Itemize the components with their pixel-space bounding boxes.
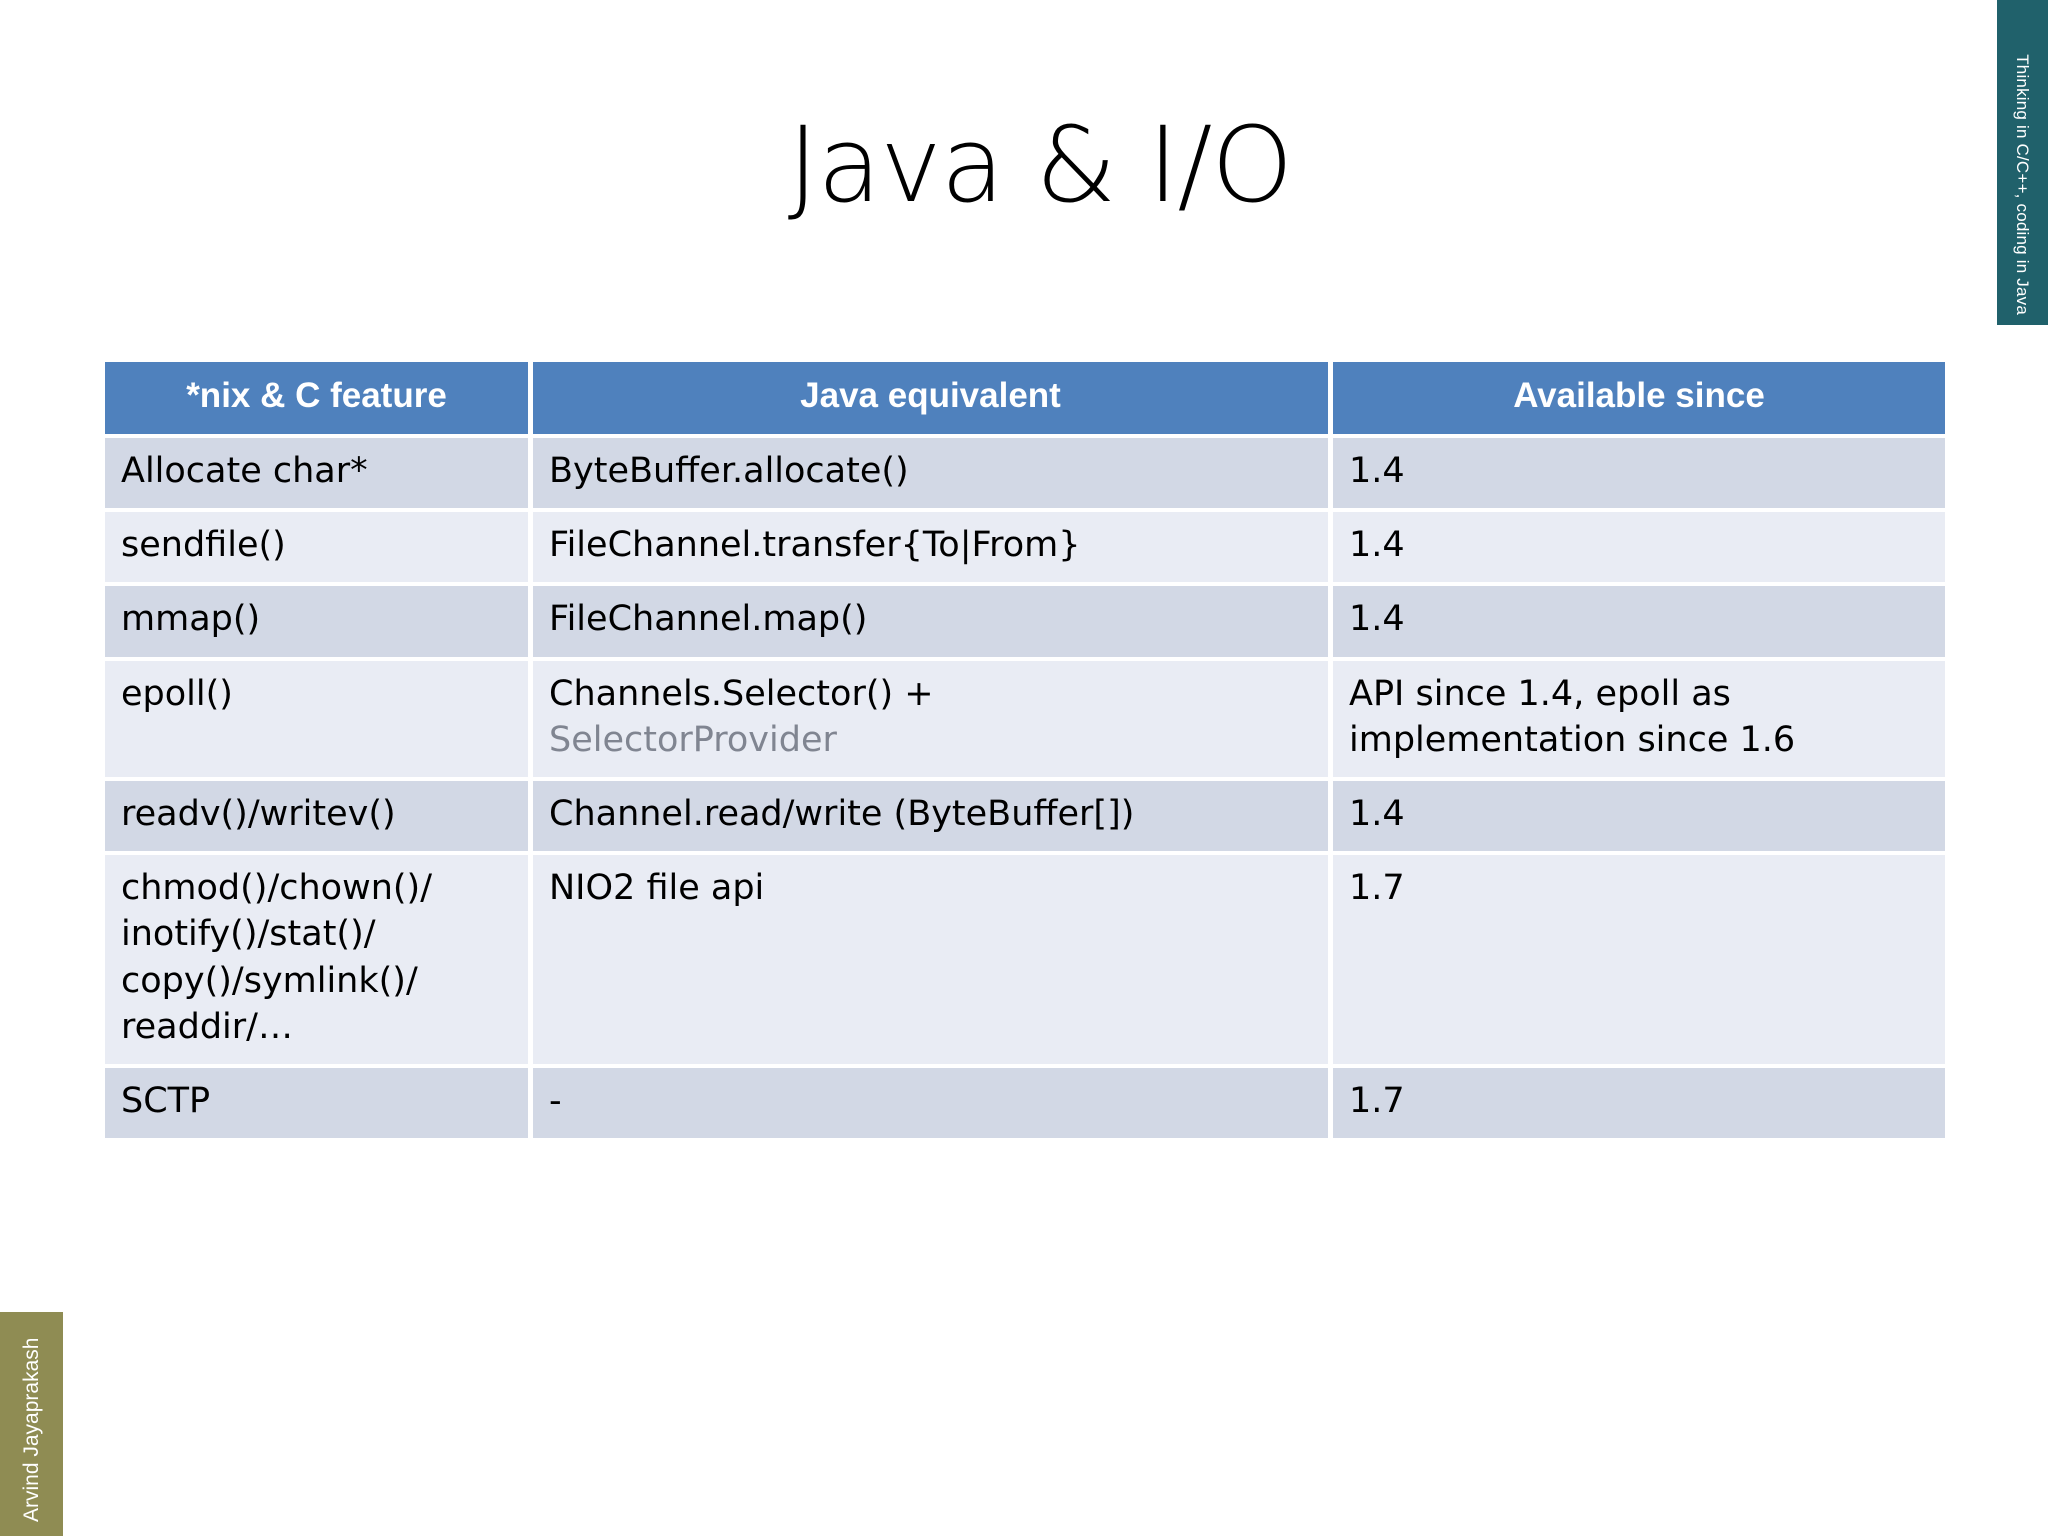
- cell-feature: Allocate char*: [105, 438, 533, 513]
- table-row: SCTP - 1.7: [105, 1067, 1945, 1139]
- column-header-since: Available since: [1333, 362, 1945, 438]
- cell-java-secondary: SelectorProvider: [549, 719, 837, 760]
- table-row: mmap() FileChannel.map() 1.4: [105, 586, 1945, 661]
- cell-java: Channel.read/write (ByteBuffer[]): [533, 780, 1333, 856]
- cell-java: FileChannel.transfer{To|From}: [533, 512, 1333, 587]
- cell-feature: readv()/writev(): [105, 780, 533, 856]
- page-title: Java & I/O: [787, 104, 1293, 226]
- cell-java-primary: NIO2 file api: [549, 868, 765, 909]
- cell-since: 1.7: [1333, 855, 1945, 1068]
- column-header-feature: *nix & C feature: [105, 362, 533, 438]
- table-row: Allocate char* ByteBuffer.allocate() 1.4: [105, 438, 1945, 513]
- cell-since: 1.4: [1333, 586, 1945, 661]
- cell-java: FileChannel.map(): [533, 586, 1333, 661]
- topic-banner-label: Thinking in C/C++, coding in Java: [2013, 54, 2032, 315]
- cell-feature: chmod()/chown()/ inotify()/stat()/ copy(…: [105, 855, 533, 1068]
- cell-feature: SCTP: [105, 1067, 533, 1139]
- table-header-row: *nix & C feature Java equivalent Availab…: [105, 362, 1945, 438]
- table-row: chmod()/chown()/ inotify()/stat()/ copy(…: [105, 855, 1945, 1068]
- cell-java-primary: ByteBuffer.allocate(): [549, 451, 909, 491]
- cell-since: 1.7: [1333, 1067, 1945, 1139]
- cell-feature: epoll(): [105, 660, 533, 781]
- cell-feature: mmap(): [105, 586, 533, 661]
- cell-java-primary: FileChannel.map(): [549, 599, 868, 640]
- column-header-java: Java equivalent: [533, 362, 1333, 438]
- cell-java-primary: -: [549, 1080, 562, 1121]
- cell-since: API since 1.4, epoll as implementation s…: [1333, 660, 1945, 781]
- cell-since: 1.4: [1333, 512, 1945, 587]
- cell-java-primary: Channels.Selector() +: [549, 673, 934, 714]
- table-body: Allocate char* ByteBuffer.allocate() 1.4…: [105, 438, 1945, 1139]
- cell-java-primary: FileChannel.transfer{To|From}: [549, 525, 1081, 566]
- cell-java: -: [533, 1067, 1333, 1139]
- cell-since: 1.4: [1333, 438, 1945, 513]
- cell-java-primary: Channel.read/write (ByteBuffer[]): [549, 793, 1135, 834]
- table-row: sendfile() FileChannel.transfer{To|From}…: [105, 512, 1945, 587]
- author-side-banner: Arvind Jayaprakash: [0, 1312, 63, 1536]
- cell-java: NIO2 file api: [533, 855, 1333, 1068]
- cell-feature: sendfile(): [105, 512, 533, 587]
- table-row: readv()/writev() Channel.read/write (Byt…: [105, 780, 1945, 856]
- author-banner-label: Arvind Jayaprakash: [20, 1337, 43, 1522]
- cell-java: ByteBuffer.allocate(): [533, 438, 1333, 513]
- table-row: epoll() Channels.Selector() + SelectorPr…: [105, 660, 1945, 781]
- topic-side-banner: Thinking in C/C++, coding in Java: [1997, 0, 2048, 325]
- cell-java: Channels.Selector() + SelectorProvider: [533, 660, 1333, 781]
- feature-comparison-table: *nix & C feature Java equivalent Availab…: [105, 362, 1945, 1139]
- cell-since: 1.4: [1333, 780, 1945, 856]
